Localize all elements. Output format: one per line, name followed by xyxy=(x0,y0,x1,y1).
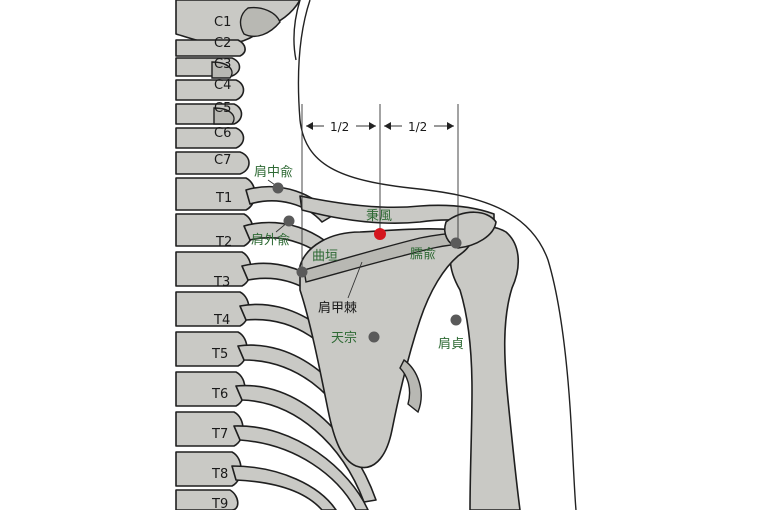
cervical-spine xyxy=(175,39,250,175)
vertebra-label-t2: T2 xyxy=(215,235,232,250)
kenchuyu-point-marker xyxy=(272,182,284,194)
scapular-spine-label: 肩甲棘 xyxy=(318,300,357,316)
skull-base xyxy=(175,0,301,45)
kengaiyu-label: 肩外兪 xyxy=(251,232,290,248)
vertebra-label-c2: C2 xyxy=(214,36,231,51)
scapula xyxy=(299,228,473,469)
skin-outline xyxy=(297,0,577,510)
heifu-point-marker xyxy=(374,228,386,240)
tenso-point-marker xyxy=(368,331,380,343)
heifu-label: 秉風 xyxy=(366,208,392,224)
vertebra-label-c7: C7 xyxy=(214,153,231,168)
vertebra-label-c3: C3 xyxy=(214,57,231,72)
vertebra-label-t6: T6 xyxy=(211,387,228,402)
measurement-right-label: 1/2 xyxy=(408,120,427,134)
thoracic-spine xyxy=(175,177,256,510)
juyu-label: 臑兪 xyxy=(410,247,436,262)
kenchuyu-label: 肩中兪 xyxy=(254,164,293,180)
mastoid-process xyxy=(239,6,281,38)
kyokuen-point-marker xyxy=(296,266,308,278)
scapula-lateral-border xyxy=(399,358,422,414)
measurement-arrows xyxy=(306,122,454,130)
tenso-label: 天宗 xyxy=(331,330,357,346)
kentei-point-marker xyxy=(450,314,462,326)
vertebra-label-c6: C6 xyxy=(214,126,231,141)
vertebra-label-c1: C1 xyxy=(214,15,231,30)
kyokuen-label: 曲垣 xyxy=(312,249,338,264)
vertebra-label-t5: T5 xyxy=(211,347,228,362)
upper-neck-outline xyxy=(293,0,301,61)
kengaiyu-point-marker xyxy=(283,215,295,227)
kentei-label: 肩貞 xyxy=(438,336,464,352)
measurement-left-label: 1/2 xyxy=(330,120,349,134)
vertebra-label-t7: T7 xyxy=(211,427,228,442)
vertebra-label-t8: T8 xyxy=(211,467,228,482)
vertebra-label-c5: C5 xyxy=(214,101,231,116)
vertebra-label-t1: T1 xyxy=(215,191,232,206)
leader-scapular-spine xyxy=(347,261,363,299)
vertebra-labels: C1 C2 C3 C4 C5 C6 C7 T1 T2 T3 T4 T5 T6 T… xyxy=(211,15,232,510)
juyu-point-marker xyxy=(450,237,462,249)
vertebra-label-t4: T4 xyxy=(213,313,230,328)
humerus xyxy=(449,225,521,510)
vertebra-label-t3: T3 xyxy=(213,275,230,290)
vertebra-label-c4: C4 xyxy=(214,78,231,93)
vertebra-label-t9: T9 xyxy=(211,497,228,510)
